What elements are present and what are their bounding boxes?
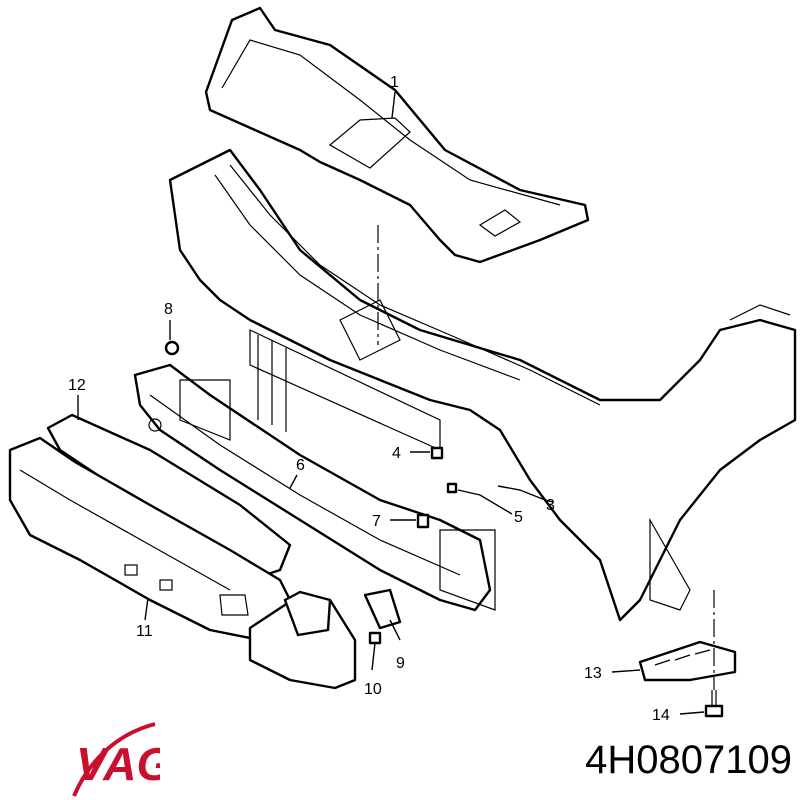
side-bracket [638,640,737,682]
callout-12: 12 [68,377,86,394]
callout-11: 11 [136,623,153,640]
callout-4: 4 [392,445,401,462]
callout-7: 7 [372,513,381,530]
cowl-panel [204,6,590,264]
callout-13: 13 [584,665,602,682]
part-number: 4H0807109 [585,738,792,782]
vag-logo: VAG [72,722,160,797]
callout-10: 10 [364,681,382,698]
leader-lines [77,91,705,715]
callout-labels: 1 3 4 5 6 7 8 9 10 11 12 13 14 [68,74,670,724]
fasteners [164,340,458,645]
front-carrier [168,148,797,622]
callout-6: 6 [296,457,305,474]
brand-name: VAG [76,738,160,790]
logo-swoosh-icon [72,722,156,797]
callout-8: 8 [164,301,173,318]
callout-5: 5 [514,509,523,526]
callout-9: 9 [396,655,405,672]
callout-3: 3 [546,497,555,514]
screw-14 [704,690,724,718]
lower-bracket [248,588,402,690]
callout-1: 1 [390,74,399,91]
callout-14: 14 [652,707,670,724]
impact-beam [133,363,496,612]
